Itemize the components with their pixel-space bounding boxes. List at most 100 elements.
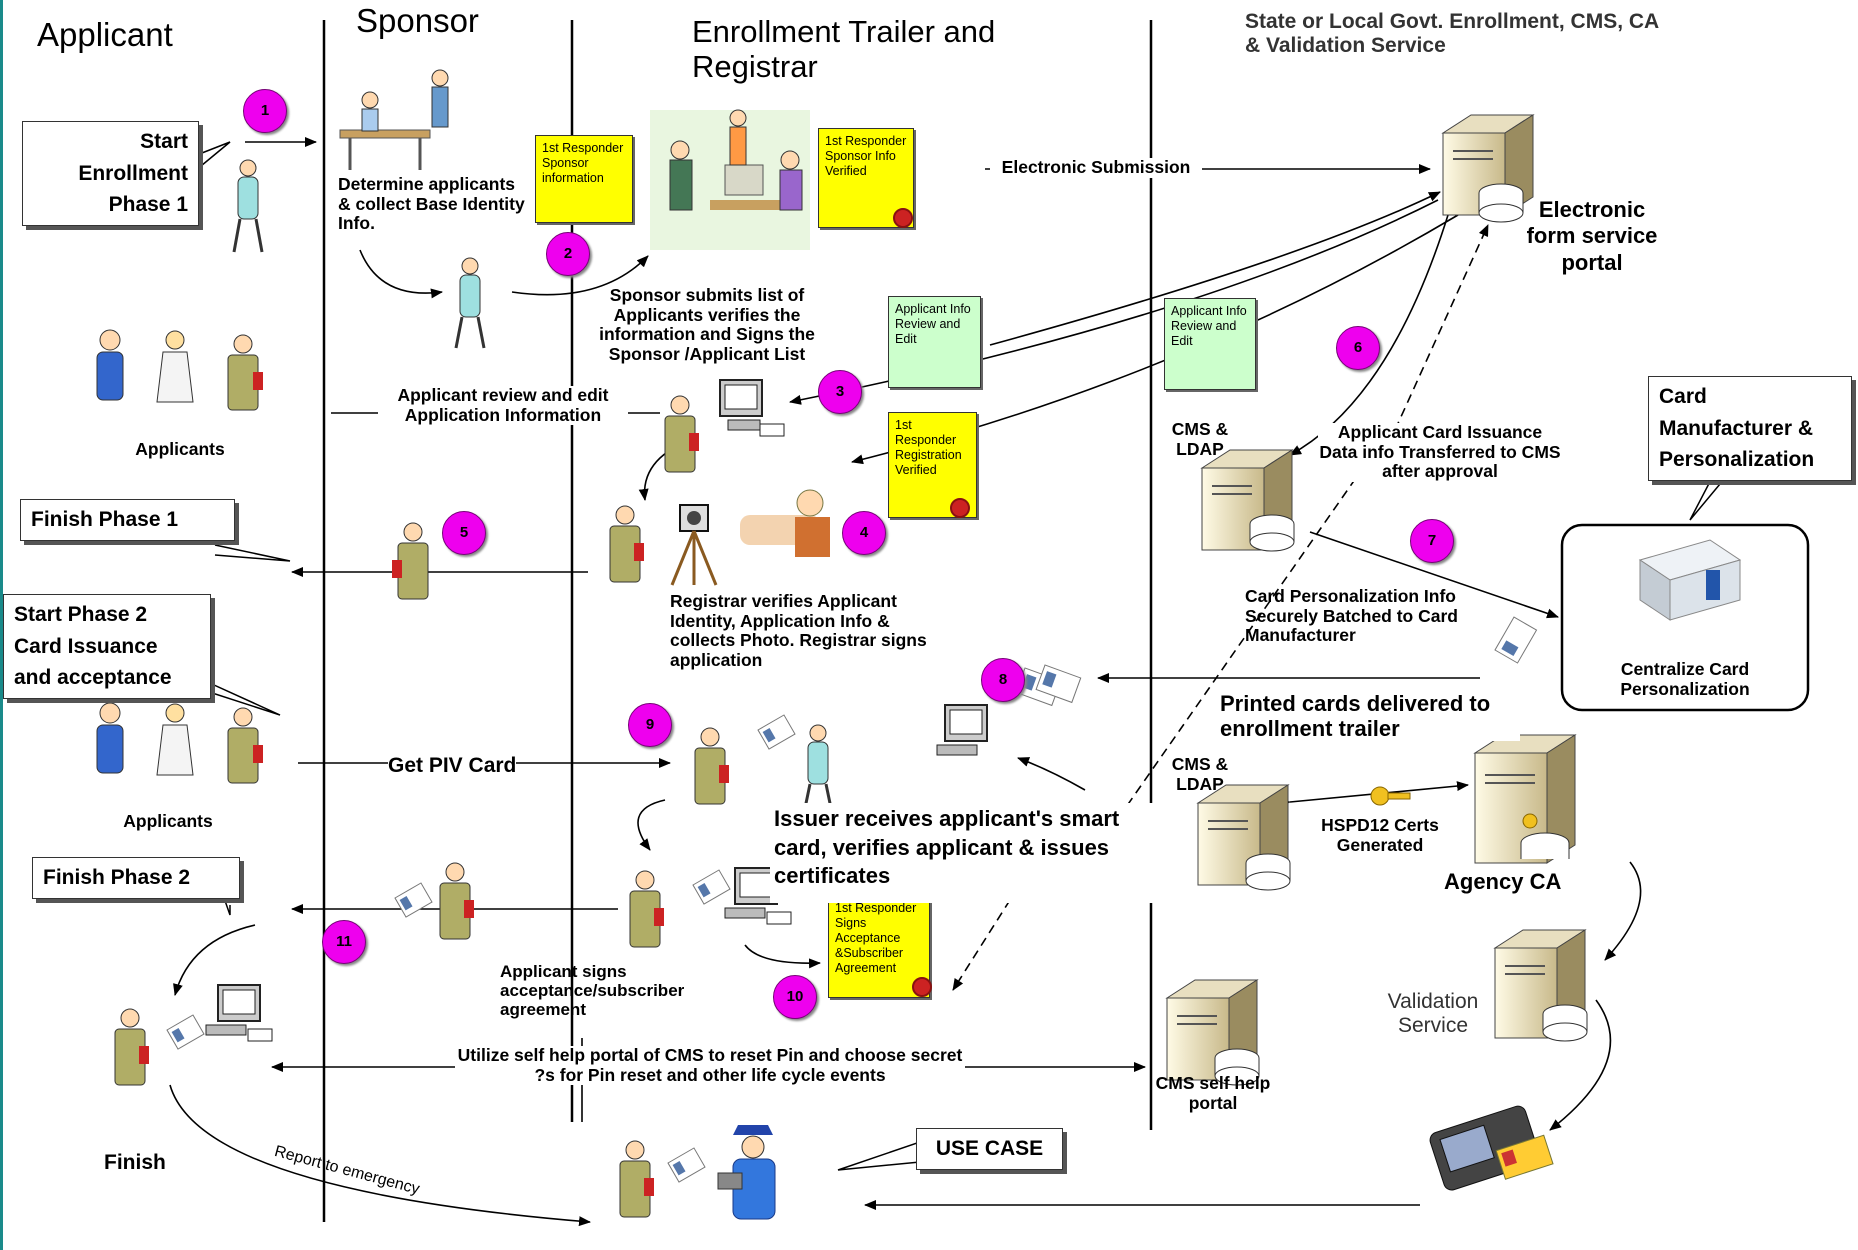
responder-icons	[114, 395, 776, 1220]
camera-tripod-icon	[670, 504, 718, 586]
label-electronic-submission: Electronic Submission	[990, 157, 1202, 178]
arrow-agency-to-validation	[1604, 861, 1642, 961]
step-badge-7: 7	[1410, 519, 1454, 563]
step-badge-3: 3	[818, 370, 862, 414]
arrow-portal-to-cms	[1289, 214, 1449, 456]
computer-icon-8	[936, 704, 988, 756]
lane-header-govt: State or Local Govt. Enrollment, CMS, CA…	[1245, 10, 1659, 57]
key-icon	[1370, 786, 1411, 806]
arrow-portal-to-review	[989, 191, 1441, 346]
note-applicant-review-2: Applicant Info Review and Edit	[1164, 298, 1256, 390]
computer-icons	[205, 379, 988, 1042]
responder-icon-9	[694, 727, 729, 805]
seal-icon	[893, 208, 913, 228]
note-sponsor-info: 1st Responder Sponsor information	[535, 135, 633, 223]
step-badge-1: 1	[243, 89, 287, 133]
arrow-9-to-10	[637, 799, 666, 851]
label-applicants-2: Applicants	[123, 811, 213, 831]
dashed-arrow-to-acceptance	[952, 899, 1011, 991]
step-badge-9: 9	[628, 703, 672, 747]
server-icon-validation	[1493, 929, 1588, 1042]
label-applicant-signs: Applicant signs acceptance/subscriber ag…	[500, 962, 685, 1020]
applicants-group-1	[96, 329, 263, 411]
label-registrar-verifies: Registrar verifies Applicant Identity, A…	[670, 591, 927, 670]
label-centralize: Centralize Card Personalization	[1620, 659, 1750, 699]
responder-icon-4	[609, 505, 644, 583]
server-icon-agency-ca	[1473, 734, 1577, 864]
computer-icon-finish	[205, 984, 273, 1042]
step-badge-8: 8	[981, 658, 1025, 702]
label-determine: Determine applicants & collect Base Iden…	[338, 174, 525, 234]
arrow-to-trailer	[511, 255, 649, 296]
person-icon-sponsor	[454, 257, 486, 349]
label-hspd12: HSPD12 Certs Generated	[1321, 815, 1439, 855]
lane-header-trailer: Enrollment Trailer and Registrar	[692, 14, 996, 84]
label-cms-ldap-2: CMS & LDAP	[1171, 754, 1229, 794]
label-agency-ca: Agency CA	[1444, 869, 1562, 894]
label-issuer-receives: Issuer receives applicant's smart card, …	[770, 803, 1162, 903]
responder-icon-11	[439, 862, 474, 940]
responder-icon-3	[664, 395, 699, 473]
arrow-report-to-emergency	[169, 1084, 591, 1227]
step-badge-6: 6	[1336, 326, 1380, 370]
lane-header-applicant: Applicant	[37, 16, 173, 53]
computer-icon-10	[724, 867, 792, 925]
lane-header-sponsor: Sponsor	[356, 2, 479, 39]
label-finish: Finish	[104, 1151, 166, 1174]
label-cms-ldap-1: CMS & LDAP	[1171, 419, 1229, 459]
registrar-icon	[740, 489, 830, 557]
centralize-box	[1560, 523, 1810, 712]
label-applicants-1: Applicants	[135, 439, 225, 459]
arrow-determine-to-person	[359, 249, 443, 299]
step-badge-10: 10	[773, 975, 817, 1019]
label-printed-cards: Printed cards delivered to enrollment tr…	[1220, 691, 1520, 742]
arrow-cms-to-manufacturer	[1309, 531, 1559, 619]
callout-card-manufacturer: Card Manufacturer & Personalization	[1648, 376, 1852, 481]
dashed-arrows	[952, 224, 1489, 991]
label-sponsor-submits: Sponsor submits list of Applicants verif…	[599, 285, 815, 364]
trailer-office-scene	[650, 109, 810, 250]
callout-use-case: USE CASE	[916, 1128, 1063, 1170]
computer-icon-3	[719, 379, 785, 437]
arrow-to-finish	[173, 924, 256, 996]
callout-start-phase1: Start Enrollment Phase 1	[22, 121, 199, 226]
responder-icon-5	[392, 522, 429, 600]
callout-finish-phase1: Finish Phase 1	[20, 499, 235, 541]
label-cms-self: CMS self help portal	[1155, 1073, 1271, 1113]
person-icon-start	[232, 159, 264, 253]
label-applicant-review: Applicant review and edit Application In…	[378, 385, 628, 426]
step-badge-11: 11	[322, 920, 366, 964]
note-applicant-review-1: Applicant Info Review and Edit	[888, 296, 981, 388]
seal-icon	[950, 498, 970, 518]
server-icons	[1165, 114, 1588, 1086]
arrow-validation-to-reader	[1549, 999, 1612, 1131]
step-badge-5: 5	[442, 511, 486, 555]
card-reader-icon	[1429, 1105, 1554, 1191]
server-icon-cms-ldap-1	[1200, 449, 1295, 552]
server-icon-self-help	[1165, 979, 1260, 1086]
label-validation: Validation Service	[1387, 990, 1479, 1037]
police-officer-icon	[717, 1125, 776, 1220]
label-card-issuance-data: Applicant Card Issuance Data info Transf…	[1318, 422, 1562, 482]
responder-icon-finish	[114, 1008, 149, 1086]
server-icon-portal	[1441, 114, 1535, 223]
person-icons	[96, 69, 834, 814]
dashed-arrow-to-portal	[1394, 224, 1489, 431]
arrow-to-acceptance	[744, 944, 821, 969]
responder-icon-usecase	[619, 1140, 654, 1218]
sponsor-desk-scene	[339, 69, 449, 170]
responder-icon-10	[629, 870, 664, 948]
callout-start-phase2: Start Phase 2 Card Issuance and acceptan…	[3, 594, 211, 699]
card-printer-icon	[1638, 539, 1742, 621]
seal-icon	[912, 977, 932, 997]
server-icon-cms-ldap-2	[1196, 784, 1291, 891]
label-self-help: Utilize self help portal of CMS to reset…	[455, 1045, 965, 1086]
arrow-cms2-to-computer	[1017, 757, 1086, 791]
step-badge-2: 2	[546, 232, 590, 276]
left-edge	[0, 0, 3, 1250]
callout-finish-phase2: Finish Phase 2	[32, 857, 240, 899]
step-badge-4: 4	[842, 511, 886, 555]
label-get-piv: Get PIV Card	[388, 754, 517, 778]
